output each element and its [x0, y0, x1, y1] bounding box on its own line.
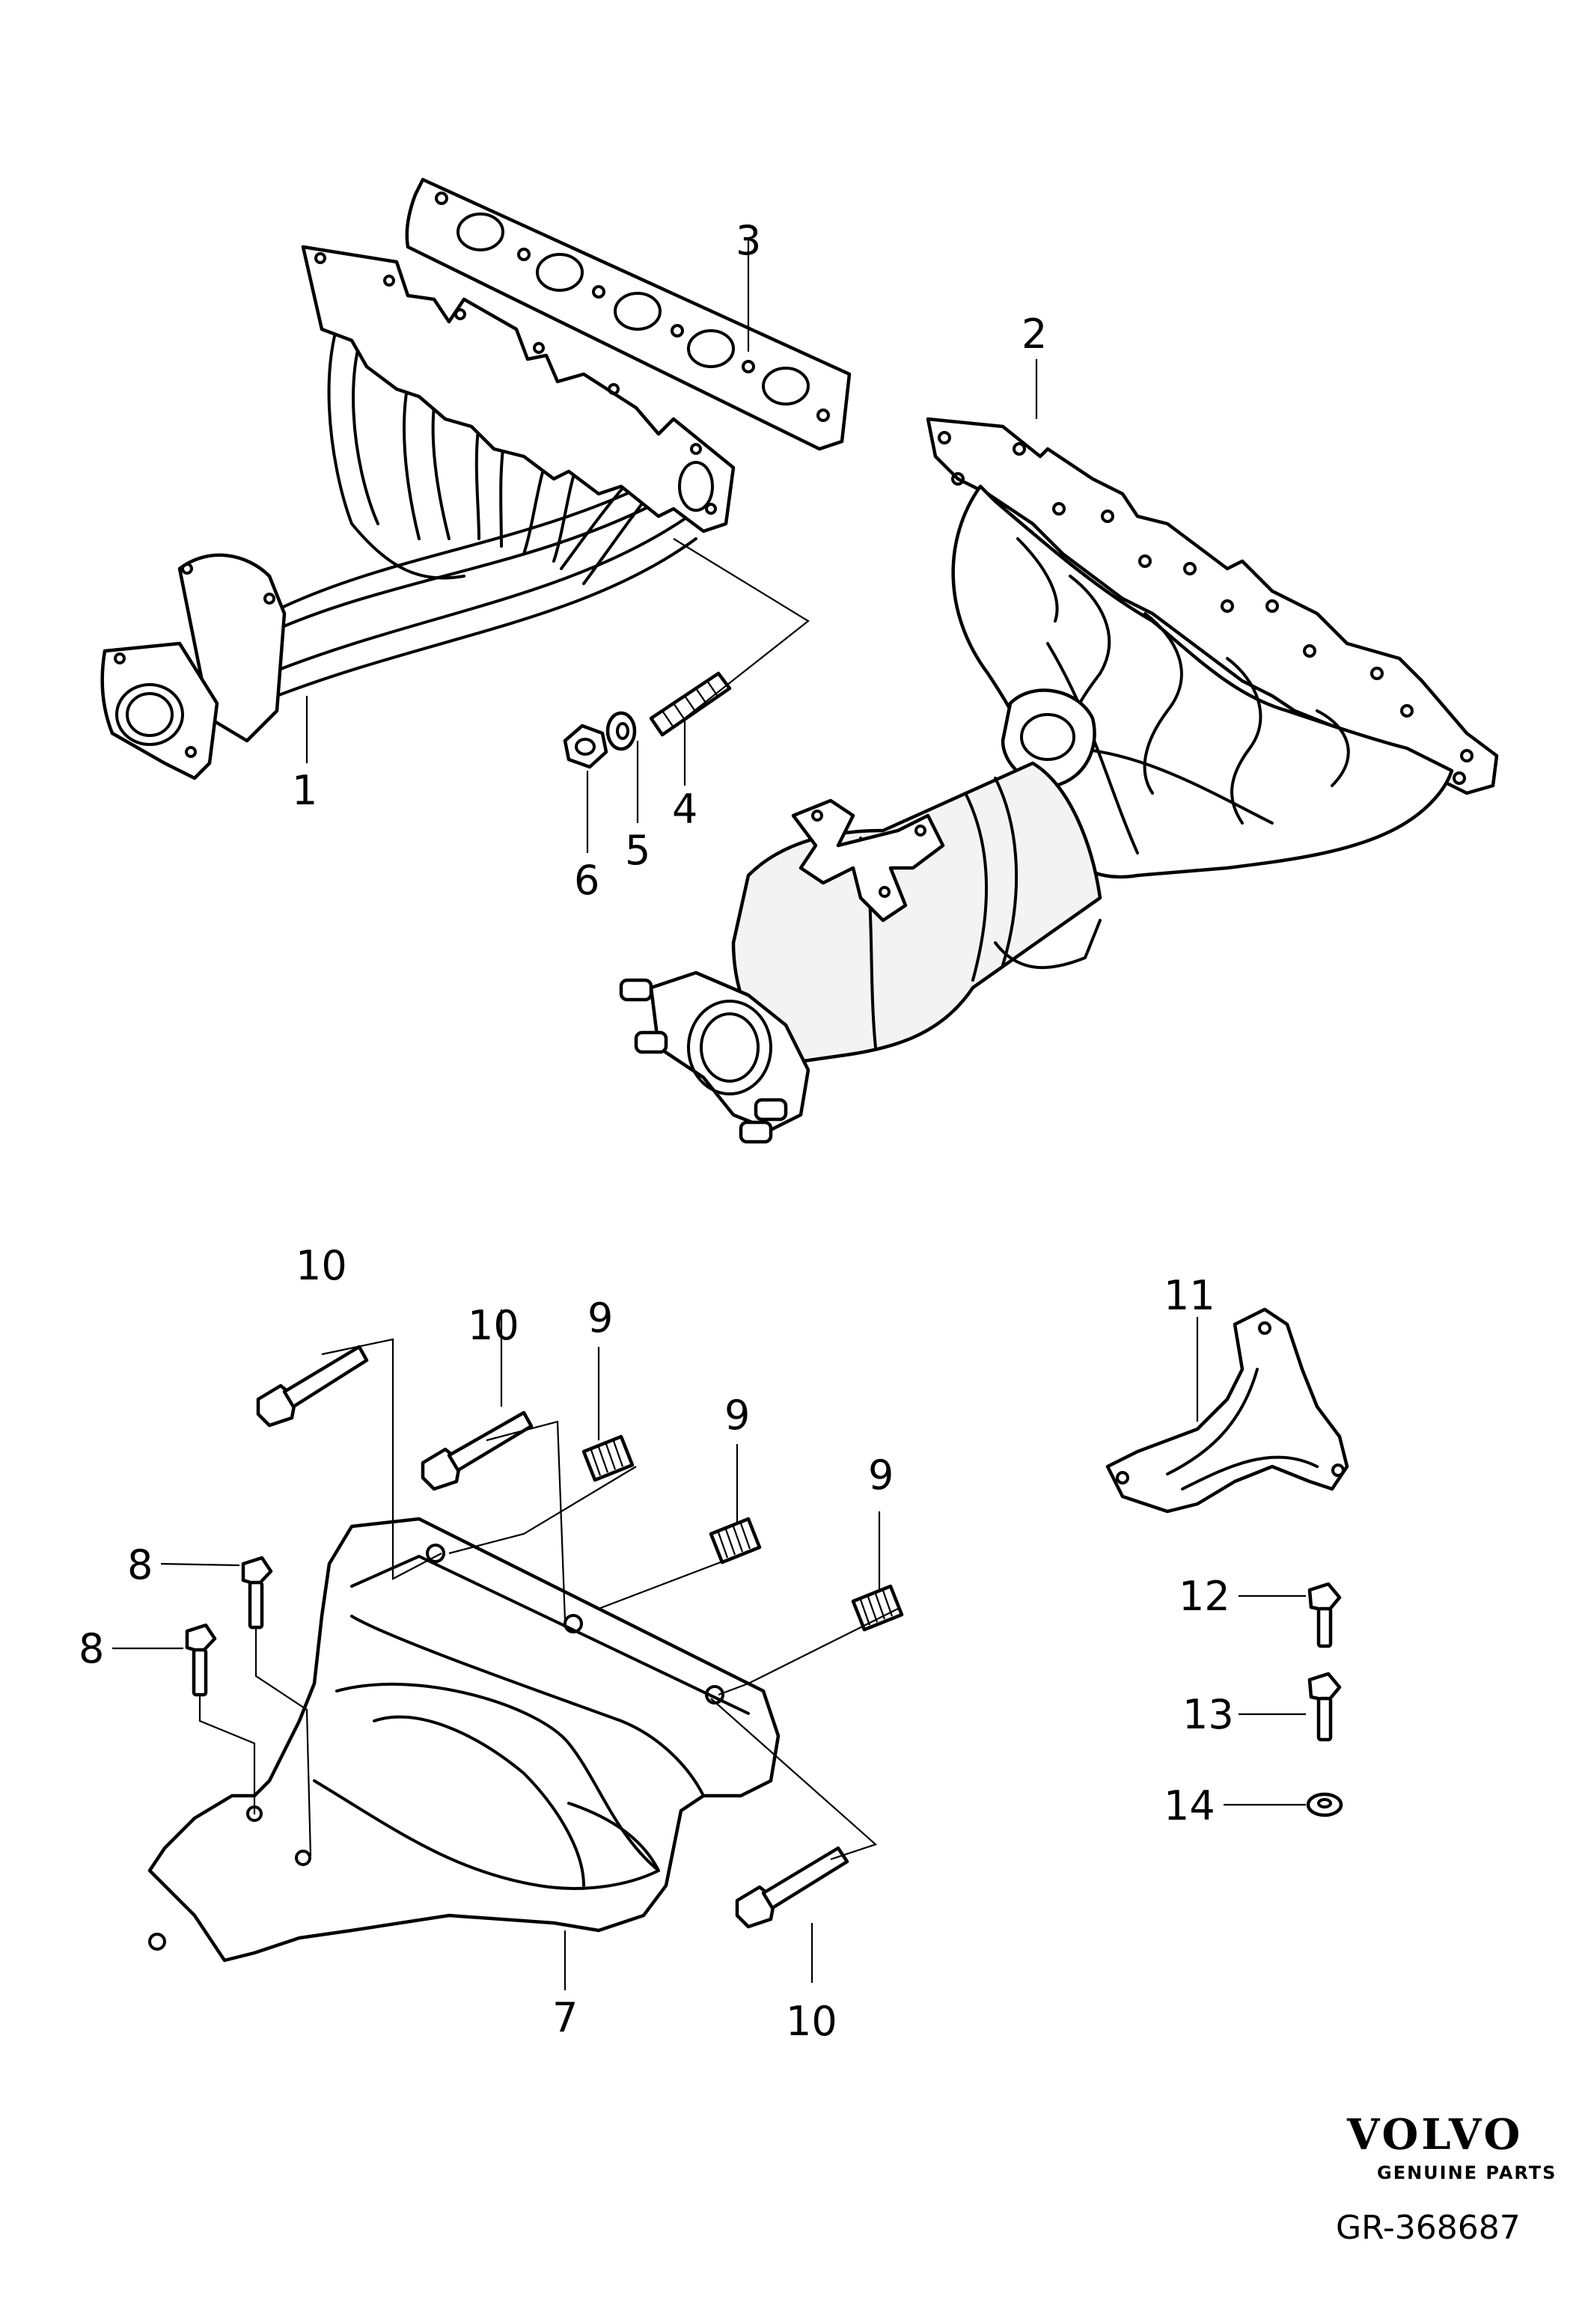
part-14-washer [1306, 1792, 1343, 1817]
callout-8-a: 8 [127, 1541, 153, 1588]
part-12-screw [1307, 1582, 1342, 1648]
part-5-washer [605, 711, 637, 751]
part-6-flange-nut [563, 724, 608, 769]
callout-1: 1 [292, 767, 317, 814]
part-10-flange-screw-c [735, 1846, 849, 1929]
callout-2: 2 [1022, 311, 1047, 358]
callout-9-c: 9 [868, 1452, 894, 1499]
callout-10-c: 10 [786, 1998, 837, 2045]
part-10-flange-screw-b [421, 1410, 534, 1491]
callout-9-a: 9 [587, 1294, 613, 1342]
part-9-spring-a [581, 1434, 635, 1482]
callout-11: 11 [1164, 1272, 1215, 1319]
callout-7: 7 [552, 1994, 578, 2041]
part-7-heat-shield [147, 1517, 781, 1963]
callout-6: 6 [574, 857, 599, 904]
volvo-logo: VOLVO [1346, 2110, 1523, 2159]
callout-13: 13 [1182, 1691, 1234, 1738]
callout-4: 4 [672, 786, 697, 833]
part-13-screw [1307, 1672, 1342, 1742]
part-2-exhaust-manifold-catalytic [619, 417, 1499, 1144]
part-9-spring-c [851, 1584, 904, 1632]
callout-10-a: 10 [296, 1242, 347, 1289]
callout-8-b: 8 [79, 1625, 104, 1672]
callout-12: 12 [1179, 1573, 1230, 1620]
part-8-screw-a [241, 1556, 273, 1630]
callout-9-b: 9 [724, 1392, 750, 1439]
leader-lines [112, 239, 1306, 1990]
part-3-manifold-gasket [405, 177, 852, 451]
part-10-flange-screw-a [256, 1345, 369, 1428]
part-1-exhaust-manifold-tubular [100, 245, 736, 780]
callout-10-b: 10 [468, 1302, 519, 1349]
part-8-screw-b [185, 1623, 217, 1697]
brand-block: VOLVO GENUINE PARTS GR-368687 [1336, 2110, 1557, 2247]
callout-labels: 1 2 3 4 5 6 7 8 8 9 9 9 10 10 10 11 12 1… [79, 217, 1234, 2045]
callout-14: 14 [1164, 1782, 1215, 1829]
callout-3: 3 [736, 217, 761, 264]
part-4-stud [649, 671, 732, 737]
callout-5: 5 [625, 827, 650, 874]
part-11-bracket [1105, 1307, 1349, 1514]
drawing-reference: GR-368687 [1336, 2209, 1521, 2247]
genuine-parts-tagline: GENUINE PARTS [1377, 2162, 1557, 2183]
